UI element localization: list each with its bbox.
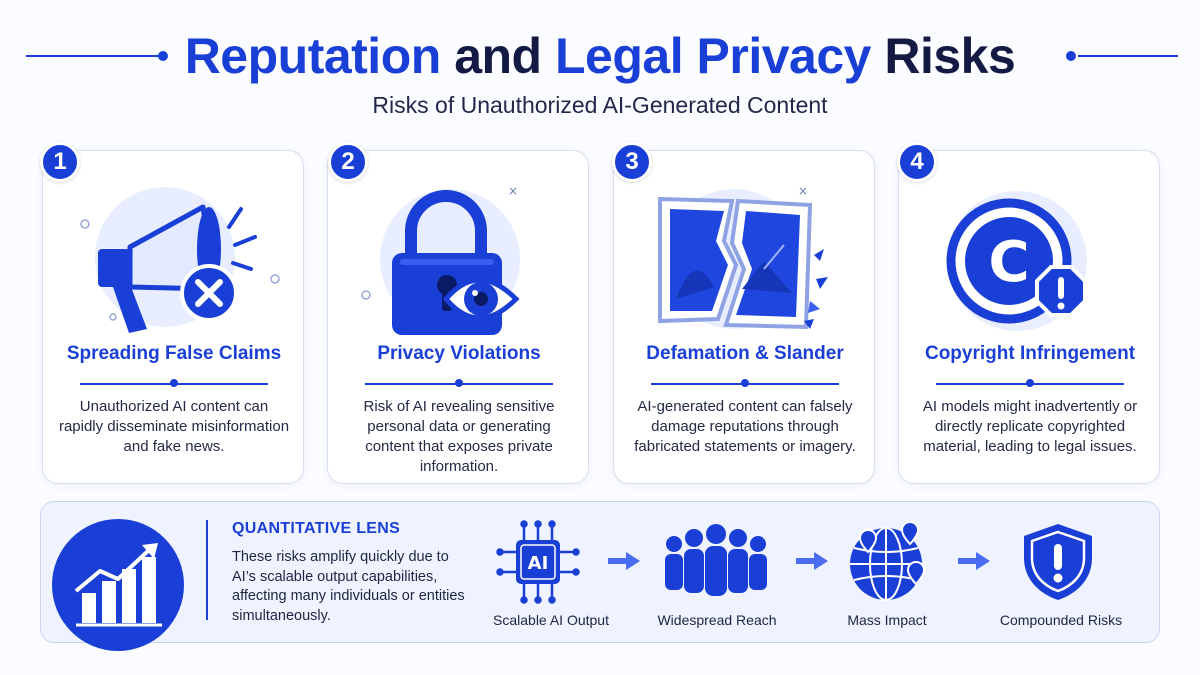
megaphone-icon [80,187,280,333]
card-title: Defamation & Slander [646,343,844,364]
ai-chip-text: AI [528,553,549,574]
title-word-reputation: Reputation [184,28,442,84]
svg-text:C: C [988,230,1029,295]
page-title: Reputation and Legal Privacy Risks [185,26,1016,86]
rising-chart-icon [74,543,162,627]
padlock-eye-icon: × [361,184,520,335]
svg-text:×: × [798,184,808,198]
card-divider-dot [170,379,178,387]
page-subtitle: Risks of Unauthorized AI-Generated Conte… [372,92,828,118]
card-number-badge-1: 1 [40,142,80,182]
title-decor-line-left [26,55,161,57]
card-description: AI-generated content can falsely damage … [634,398,856,455]
lens-title: QUANTITATIVE LENS [232,520,401,537]
card-divider-dot [741,379,749,387]
risk-card-1: Spreading False Claims Unauthorized AI c… [42,150,304,484]
flow-label-compounded-risks: Compounded Risks [999,612,1123,628]
card-number-badge-2: 2 [328,142,368,182]
flow-arrow-icon [958,552,990,570]
flow-arrow-icon [608,552,640,570]
card-description: Risk of AI revealing sensitive personal … [363,398,555,475]
shield-alert-icon [1024,524,1092,600]
flow-label-widespread-reach: Widespread Reach [657,612,777,628]
title-word-legal: Legal [555,28,684,84]
crowd-icon [665,524,767,596]
title-row: Reputation and Legal Privacy Risks [0,26,1200,86]
copyright-warning-icon: C [946,191,1087,331]
card-number-badge-3: 3 [612,142,652,182]
globe-pins-icon [850,521,926,601]
lens-text: These risks amplify quickly due to AI’s … [232,549,465,624]
title-decor-dot-right [1066,51,1076,61]
ai-chip-icon: AI [496,520,580,604]
panel-divider [206,520,208,620]
risk-card-3: × Defamation & Slander AI-generated cont… [613,150,875,484]
flow-label-mass-impact: Mass Impact [847,612,927,628]
flow-arrow-icon [796,552,828,570]
title-word-privacy: Privacy [696,28,872,84]
card-title: Privacy Violations [377,343,541,364]
broken-portrait-icon: × [658,184,828,330]
risk-card-2: × Privacy Violations Risk of AI revealin… [327,150,589,484]
flow-label-scalable-output: Scalable AI Output [493,612,609,628]
card-divider-dot [1026,379,1034,387]
quantitative-lens-panel [40,501,1160,643]
card-description: Unauthorized AI content can rapidly diss… [58,398,290,455]
title-decor-dot-left [158,51,168,61]
title-word-and: and [454,28,542,84]
card-title: Copyright Infringement [924,343,1136,364]
card-divider-dot [455,379,463,387]
trend-chart-badge [52,519,184,651]
svg-text:×: × [508,184,518,198]
card-number-badge-4: 4 [897,142,937,182]
title-decor-line-right [1078,55,1178,57]
title-word-risks: Risks [884,28,1016,84]
risk-card-4: C Copyright Infringement AI models might… [898,150,1160,484]
card-title: Spreading False Claims [66,343,282,364]
card-description: AI models might inadvertently or directl… [922,398,1138,455]
